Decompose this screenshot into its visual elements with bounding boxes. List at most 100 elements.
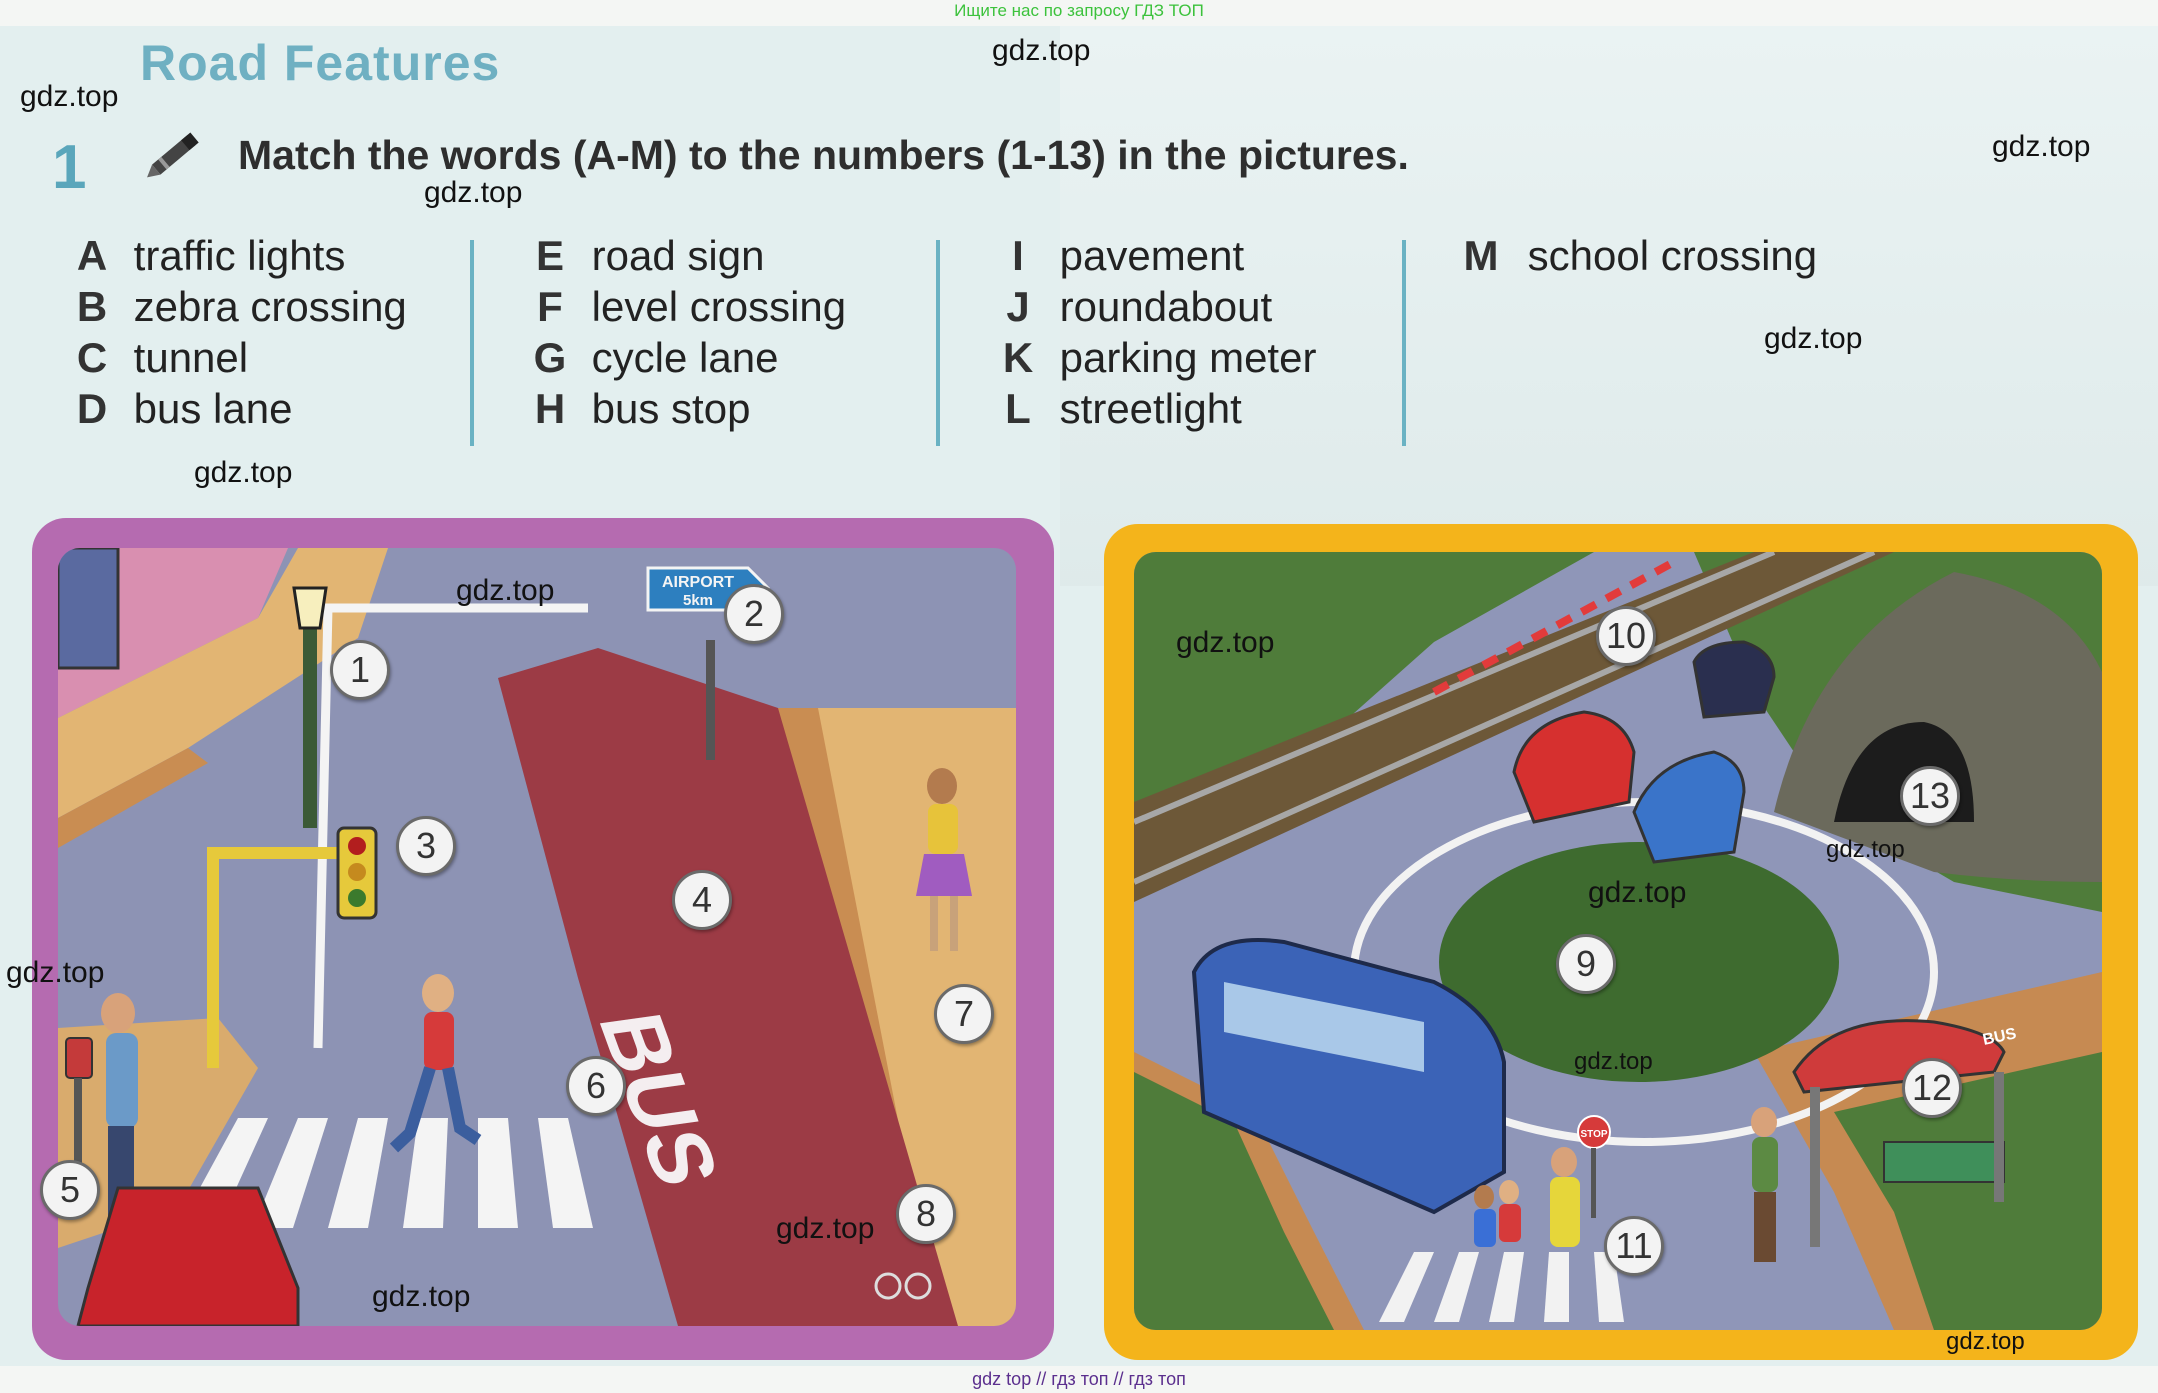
word-item: G cycle lane <box>520 334 846 385</box>
watermark-text: gdz.top <box>1588 876 1687 909</box>
street-illustration: BUS AIRPORT 5km <box>58 548 1016 1326</box>
word-text: bus lane <box>133 385 293 432</box>
word-item: H bus stop <box>520 385 846 436</box>
watermark-text: gdz.top <box>1992 130 2091 163</box>
child <box>1474 1185 1494 1209</box>
watermark-text: gdz.top <box>1946 1328 2025 1355</box>
roundabout-island <box>1439 842 1839 1082</box>
word-letter: K <box>1002 334 1034 381</box>
word-letter: D <box>76 385 108 432</box>
red-car <box>76 1186 300 1326</box>
bus-lane <box>498 648 958 1326</box>
word-letter: I <box>1012 232 1024 279</box>
watermark-text: gdz.top <box>1764 322 1863 355</box>
section-title: Road Features <box>140 35 501 91</box>
word-letter: G <box>533 334 567 381</box>
watermark-text: gdz.top <box>1176 626 1275 659</box>
number-badge: 8 <box>896 1184 956 1244</box>
word-letter: F <box>537 283 563 330</box>
watermark-text: gdz.top <box>776 1212 875 1245</box>
word-item: L streetlight <box>988 385 1316 436</box>
exercise-instruction: Match the words (A-M) to the numbers (1-… <box>238 132 1409 178</box>
girl-walking <box>927 768 957 804</box>
word-item: J roundabout <box>988 283 1316 334</box>
road-sign-line-1: AIRPORT <box>662 574 734 591</box>
word-letter: E <box>535 232 564 279</box>
word-text: road sign <box>591 232 765 279</box>
word-item: E road sign <box>520 232 846 283</box>
word-item: K parking meter <box>988 334 1317 385</box>
streetlight-lamp <box>292 586 328 630</box>
word-item: B zebra crossing <box>62 283 407 334</box>
traffic-light-arm <box>207 847 343 1068</box>
cycle-lane-symbol <box>874 1272 902 1300</box>
number-badge: 4 <box>672 870 732 930</box>
word-text: level crossing <box>591 283 847 330</box>
word-item: D bus lane <box>62 385 407 436</box>
level-crossing-barrier <box>1432 558 1676 696</box>
man-at-meter <box>101 993 135 1033</box>
word-item: F level crossing <box>520 283 846 334</box>
word-column-m: M school crossing <box>1446 232 1818 283</box>
word-item: M school crossing <box>1446 232 1818 283</box>
parking-meter <box>65 1037 93 1079</box>
word-text: parking meter <box>1059 334 1317 381</box>
number-badge: 10 <box>1596 606 1656 666</box>
word-column-i-l: I pavement J roundabout K parking meter … <box>988 232 1317 436</box>
streetlight-pole <box>303 628 317 828</box>
column-divider <box>936 240 940 446</box>
word-text: pavement <box>1059 232 1245 279</box>
street-scene-picture: BUS AIRPORT 5km <box>58 548 1016 1326</box>
stop-sign-text: STOP <box>1580 1129 1607 1140</box>
watermark-text: gdz.top <box>456 574 555 607</box>
word-text: traffic lights <box>133 232 346 279</box>
number-badge: 6 <box>566 1056 626 1116</box>
word-item: I pavement <box>988 232 1316 283</box>
bus-stop-bench <box>1883 1141 2005 1183</box>
number-badge: 1 <box>330 640 390 700</box>
rail-line <box>1134 552 1876 885</box>
word-letter: J <box>1006 283 1030 330</box>
column-divider <box>470 240 474 446</box>
number-badge: 13 <box>1900 766 1960 826</box>
exercise-number: 1 <box>52 133 87 202</box>
word-column-a-d: A traffic lights B zebra crossing C tunn… <box>62 232 407 436</box>
watermark-text: gdz.top <box>6 956 105 989</box>
word-letter: L <box>1005 385 1031 432</box>
watermark-text: gdz.top <box>424 176 523 209</box>
word-letter: B <box>76 283 108 330</box>
word-text: tunnel <box>133 334 249 381</box>
watermark-text: gdz.top <box>372 1280 471 1313</box>
word-letter: M <box>1463 232 1499 279</box>
blue-car <box>1632 750 1746 864</box>
crossing-guard <box>1551 1147 1577 1177</box>
word-text: cycle lane <box>591 334 779 381</box>
word-text: bus stop <box>591 385 751 432</box>
word-column-e-h: E road sign F level crossing G cycle lan… <box>520 232 846 436</box>
watermark-text: gdz.top <box>1574 1048 1653 1075</box>
number-badge: 2 <box>724 584 784 644</box>
word-letter: A <box>76 232 108 279</box>
number-badge: 5 <box>40 1160 100 1220</box>
railway-bed <box>1134 552 1894 902</box>
watermark-text: gdz.top <box>992 34 1091 67</box>
watermark-text: gdz.top <box>20 80 119 113</box>
roundabout-scene-picture: BUS STOP <box>1134 552 2102 1330</box>
roundabout-illustration: BUS STOP <box>1134 552 2102 1330</box>
boy-walking <box>422 974 454 1012</box>
watermark-text: gdz.top <box>1826 836 1905 863</box>
number-badge: 9 <box>1556 934 1616 994</box>
man-waving <box>1751 1107 1777 1137</box>
child <box>1499 1180 1519 1204</box>
watermark-text: gdz.top <box>194 456 293 489</box>
road-sign-pole <box>706 640 715 760</box>
road-line <box>313 603 588 1049</box>
word-item: C tunnel <box>62 334 407 385</box>
pencil-icon <box>147 132 199 178</box>
number-badge: 12 <box>1902 1058 1962 1118</box>
column-divider <box>1402 240 1406 446</box>
bottom-banner: gdz top // гдз топ // гдз топ <box>972 1369 1186 1389</box>
road-sign-line-2: 5km <box>683 592 713 609</box>
word-text: zebra crossing <box>133 283 407 330</box>
word-text: streetlight <box>1059 385 1242 432</box>
